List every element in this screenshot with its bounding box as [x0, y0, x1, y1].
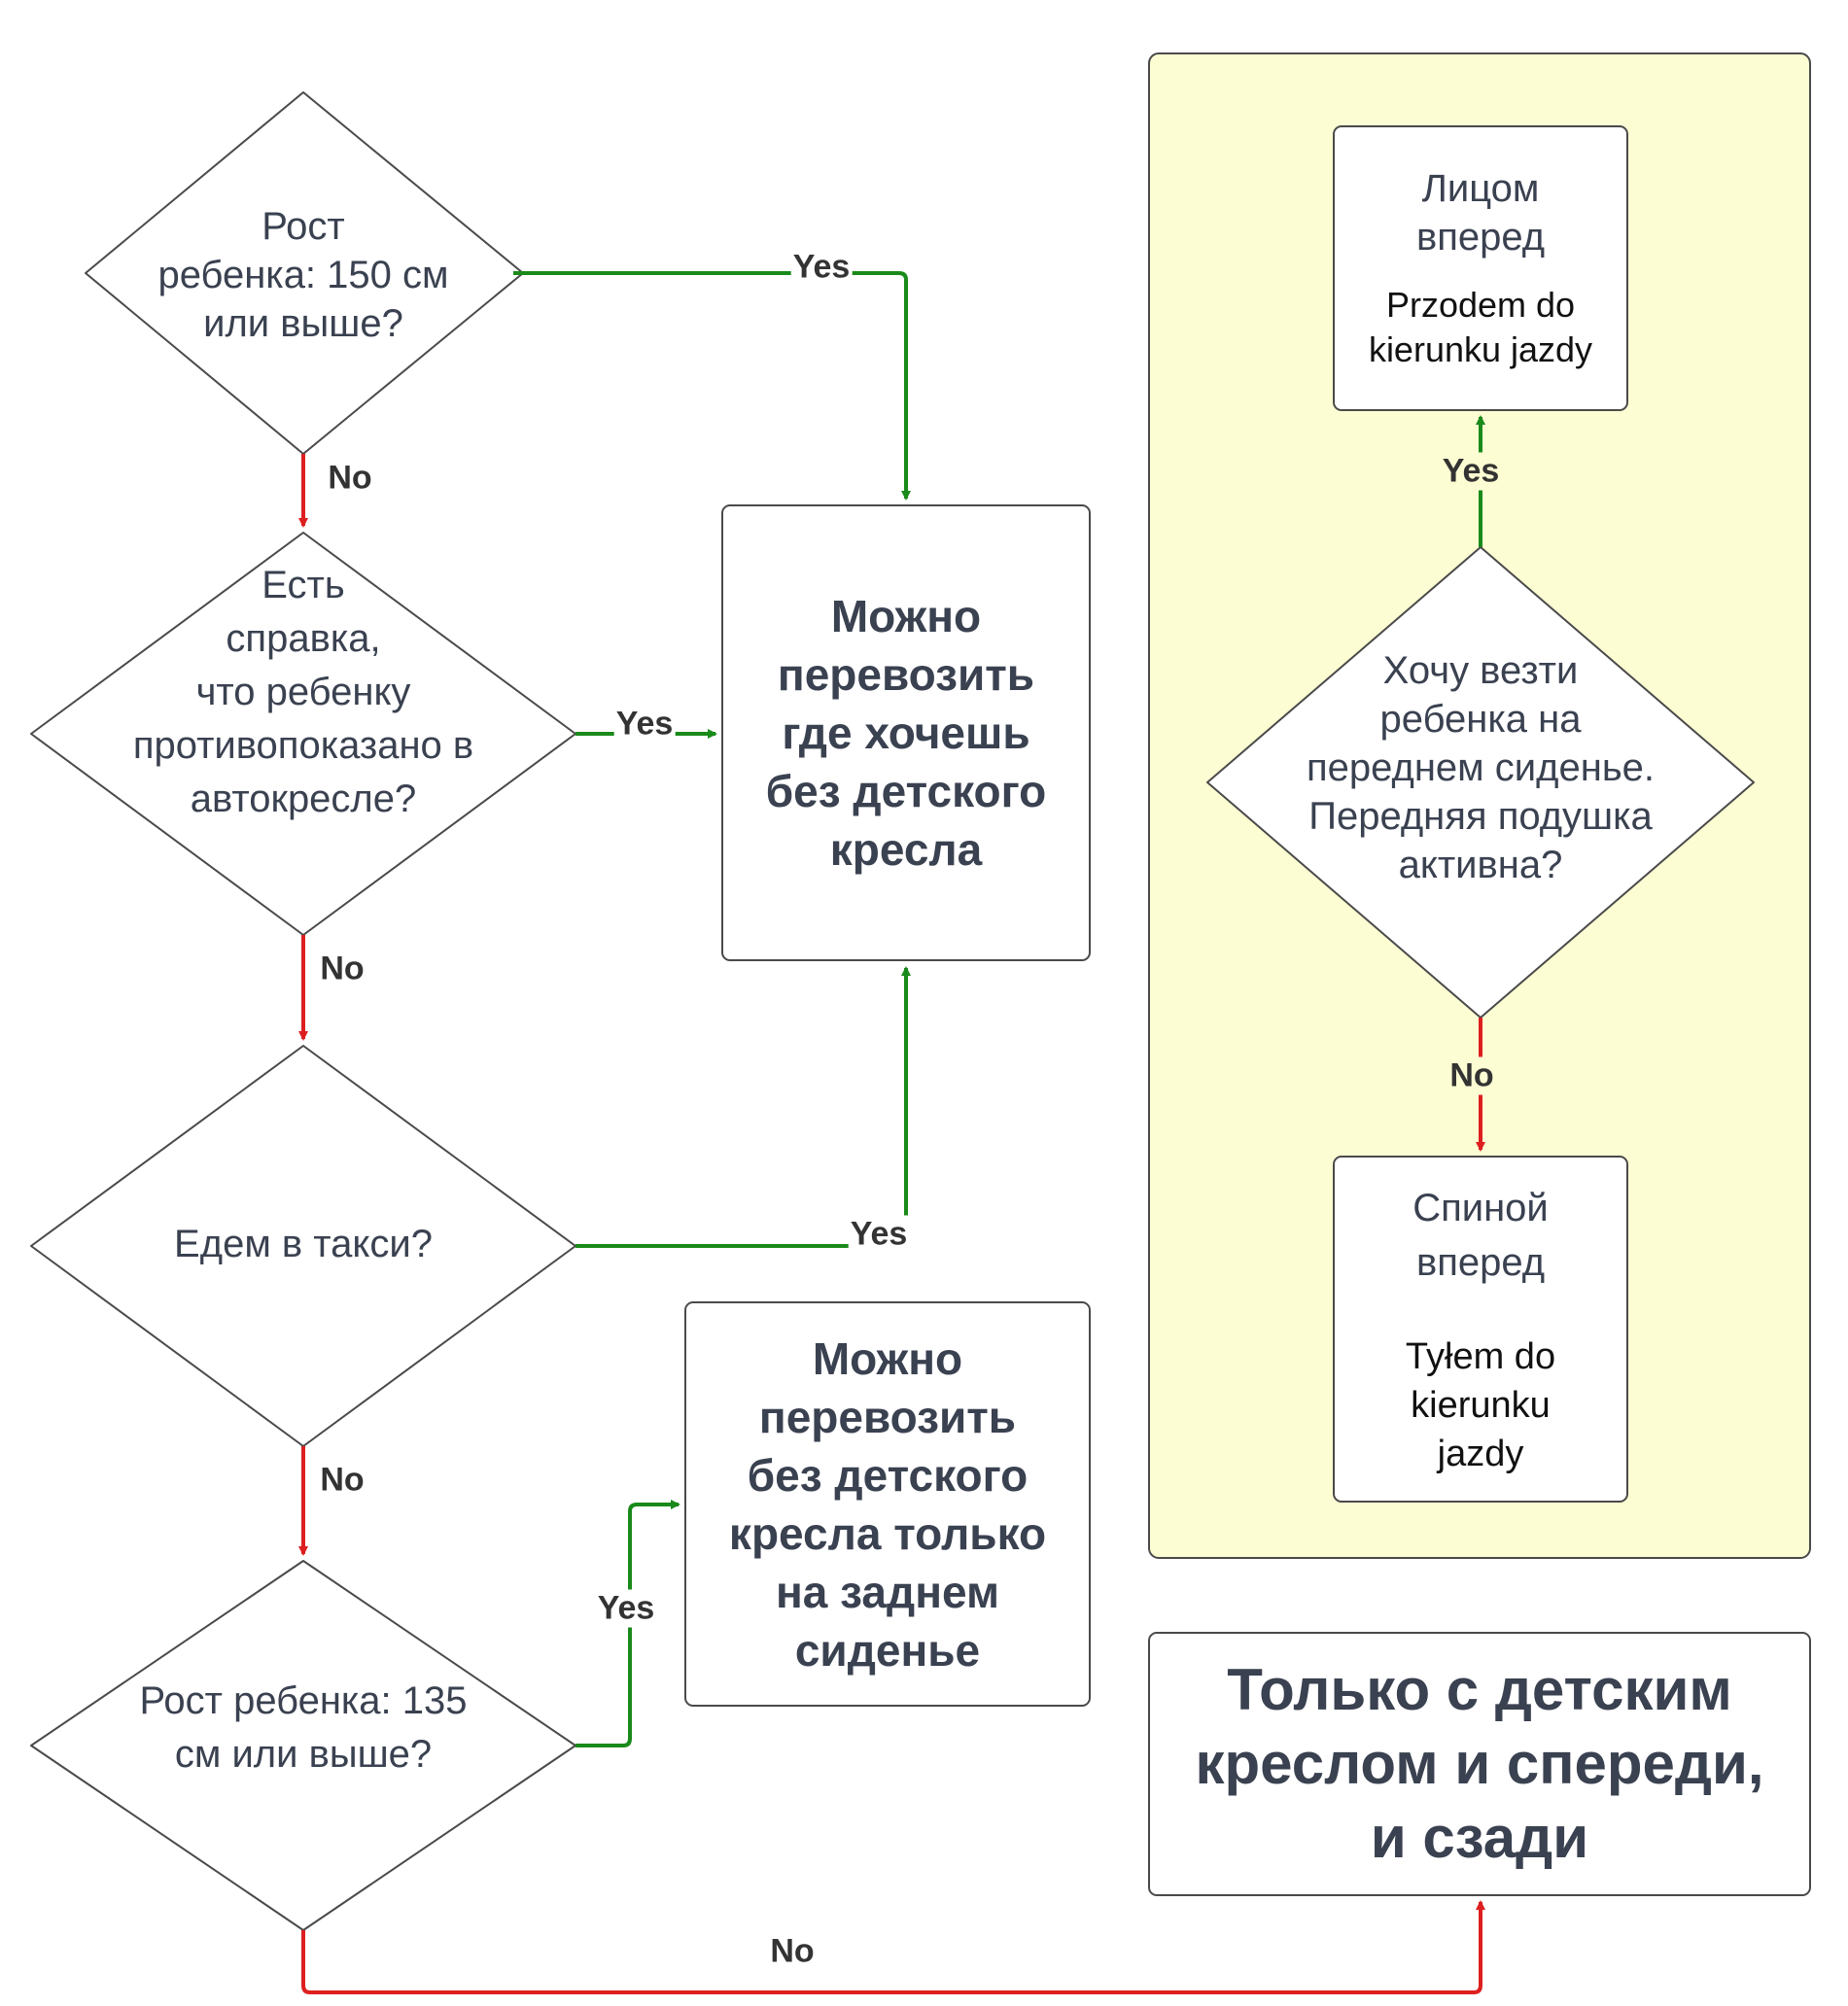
text-line: Можно — [812, 1332, 963, 1384]
text-line: вперед — [1415, 1240, 1546, 1284]
text-line: автокресле? — [190, 777, 417, 820]
edge-label-no: No — [326, 459, 374, 498]
text-line: Только с детским — [1227, 1657, 1732, 1722]
text-line: перевозить — [758, 1391, 1017, 1442]
text-line: Спиной — [1412, 1186, 1549, 1229]
edge-taxi-yes — [575, 966, 911, 1248]
text-line: Передняя подушка — [1308, 795, 1653, 838]
text-line: кресла — [829, 824, 983, 875]
text-line: Рост — [262, 204, 345, 248]
decision-front-airbag-text: Хочу везти ребенка на переднем сиденье. … — [1256, 646, 1705, 889]
edge-label-no: No — [318, 1461, 366, 1500]
text-line: Едем в такси? — [174, 1223, 433, 1265]
text-line: и сзади — [1370, 1805, 1589, 1870]
text-line: кресла только — [728, 1507, 1047, 1559]
text-line: или выше? — [203, 301, 403, 345]
text-line: справка, — [226, 616, 381, 660]
text-line: ребенка: 150 см — [157, 253, 449, 296]
edge-label-no: No — [768, 1932, 817, 1971]
result-rear-only-text: Можно перевозить без детского кресла тол… — [685, 1302, 1090, 1706]
edge-height150-yes — [513, 271, 911, 501]
text-line: креслом и спереди, — [1195, 1731, 1764, 1796]
text-line: вперед — [1415, 216, 1546, 259]
decision-height150-text: Рост ребенка: 150 см или выше? — [109, 180, 498, 369]
edge-label-yes: Yes — [790, 248, 853, 287]
text-line: kierunku — [1411, 1384, 1551, 1426]
edge-label-yes: Yes — [595, 1589, 657, 1628]
result-anywhere-text: Можно перевозить где хочешь без детского… — [722, 505, 1090, 960]
text-line: без детского — [747, 1449, 1029, 1501]
text-line: противопоказано в — [132, 723, 474, 767]
text-line: Есть — [262, 563, 345, 606]
text-line: без детского — [765, 766, 1047, 816]
edge-label-no: No — [1447, 1056, 1496, 1095]
edge-label-no: No — [318, 950, 366, 988]
text-line: см или выше? — [174, 1733, 433, 1776]
edge-label-yes: Yes — [613, 705, 676, 744]
decision-certificate-text: Есть справка, что ребенку противопоказан… — [80, 556, 527, 828]
decision-height135-text: Рост ребенка: 135 см или выше? — [80, 1675, 527, 1781]
result-backward-text: Спиной вперед Tyłem do kierunku jazdy — [1334, 1157, 1627, 1502]
result-seat-both-text: Только с детским креслом и спереди, и сз… — [1149, 1633, 1810, 1895]
text-line: jazdy — [1437, 1433, 1524, 1474]
text-line: Przodem do — [1385, 285, 1576, 325]
edge-label-yes: Yes — [848, 1215, 910, 1254]
result-anywhere-box — [721, 504, 1091, 961]
text-line: на заднем — [776, 1566, 999, 1617]
text-line: Можно — [830, 591, 982, 641]
result-forward-text: Лицом вперед Przodem do kierunku jazdy — [1334, 126, 1627, 410]
text-line: Рост ребенка: 135 — [139, 1679, 468, 1722]
text-line: Tyłem do — [1405, 1335, 1556, 1377]
decision-taxi-text: Едем в такси? — [80, 1215, 527, 1273]
result-seat-both-box — [1148, 1632, 1811, 1896]
text-line: переднем сиденье. — [1306, 746, 1656, 789]
text-line: Хочу везти — [1382, 649, 1579, 692]
edge-label-yes: Yes — [1440, 452, 1502, 491]
text-line: что ребенку — [195, 670, 411, 713]
text-line: перевозить — [777, 649, 1035, 700]
text-line: Лицом — [1421, 167, 1540, 210]
result-backward-box — [1333, 1156, 1628, 1503]
text-line: активна? — [1398, 844, 1563, 886]
result-rear-only-box — [684, 1301, 1091, 1707]
text-line: где хочешь — [782, 708, 1030, 758]
edge-height135-no — [301, 1900, 1485, 1994]
result-forward-box — [1333, 125, 1628, 411]
text-line: kierunku jazdy — [1368, 329, 1593, 369]
text-line: сиденье — [794, 1624, 981, 1676]
text-line: ребенка на — [1379, 698, 1582, 741]
